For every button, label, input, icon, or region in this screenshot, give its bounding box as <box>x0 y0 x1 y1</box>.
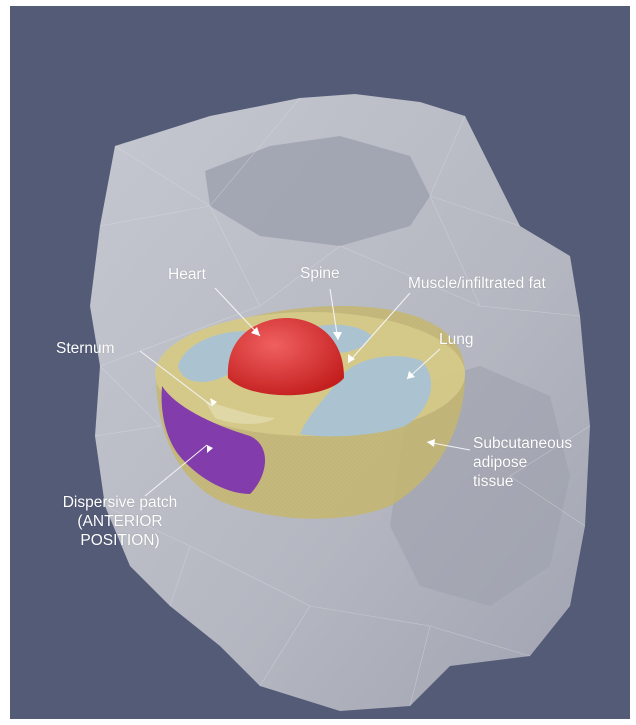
label-sternum: Sternum <box>56 339 115 358</box>
label-spine: Spine <box>300 264 340 283</box>
label-subcutaneous-line2: adipose <box>473 453 572 472</box>
label-lung: Lung <box>439 330 473 349</box>
label-heart: Heart <box>168 265 206 284</box>
anatomy-model-svg <box>10 6 630 719</box>
label-patch-line1: Dispersive patch <box>45 493 195 512</box>
label-dispersive-patch: Dispersive patch (ANTERIOR POSITION) <box>45 493 195 550</box>
label-subcutaneous-line1: Subcutaneous <box>473 434 572 453</box>
label-subcutaneous: Subcutaneous adipose tissue <box>473 434 572 491</box>
render-viewport: Heart Spine Muscle/infiltrated fat Stern… <box>10 6 630 719</box>
label-subcutaneous-line3: tissue <box>473 472 572 491</box>
label-patch-line2: (ANTERIOR <box>45 512 195 531</box>
label-patch-line3: POSITION) <box>45 531 195 550</box>
label-muscle: Muscle/infiltrated fat <box>408 274 546 293</box>
